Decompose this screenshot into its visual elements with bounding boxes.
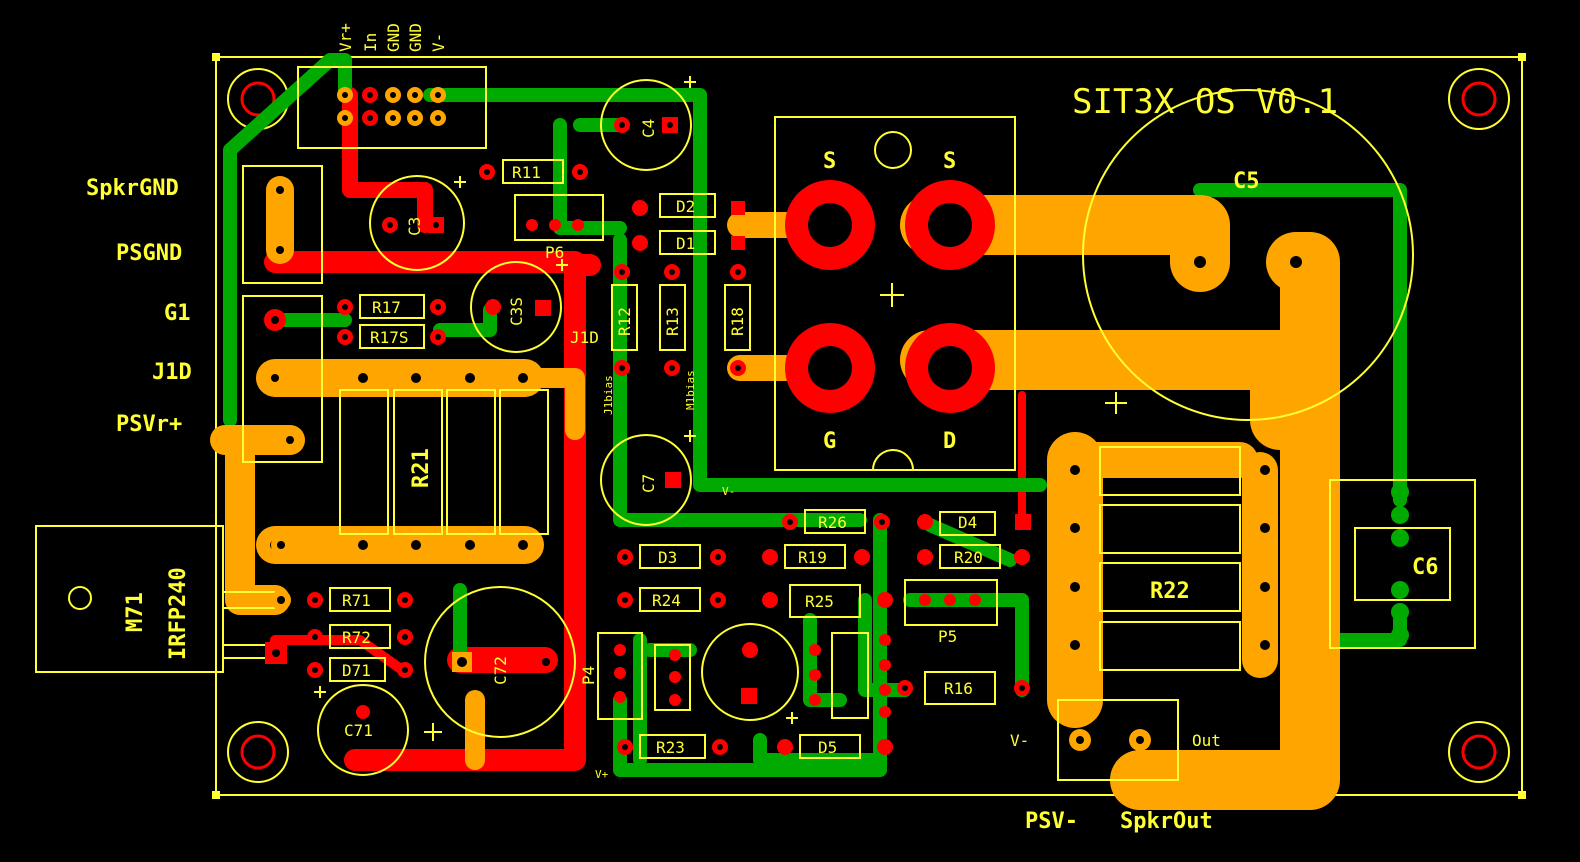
- input-header: [297, 66, 487, 149]
- vminus-node-label: V-: [722, 485, 735, 498]
- spkrgnd-label: SpkrGND: [86, 176, 179, 201]
- j1d-trace-label: J1D: [570, 328, 599, 347]
- c5-capacitor: [1082, 89, 1414, 421]
- r13-label: R13: [663, 307, 682, 336]
- psgnd-label: PSGND: [116, 241, 182, 266]
- c71-label: C71: [344, 721, 373, 740]
- m71-label: M71: [123, 592, 148, 632]
- r11-label: R11: [512, 163, 541, 182]
- left-connector-pads: [264, 179, 301, 451]
- r72-label: R72: [342, 628, 371, 647]
- vminus-out-label: V-: [1010, 731, 1029, 750]
- d4-label: D4: [958, 513, 977, 532]
- small-pads: [307, 117, 1031, 755]
- d2-label: D2: [676, 197, 695, 216]
- mosfet-s1-label: S: [823, 149, 836, 174]
- small-capacitors: [317, 79, 799, 776]
- r20-label: R20: [954, 548, 983, 567]
- j1d-connector-label: J1D: [152, 360, 192, 385]
- r22-pads: [1070, 465, 1270, 650]
- big-cap-pads: [356, 299, 758, 719]
- c72-label: C72: [491, 656, 510, 685]
- mounting-hole-bl: [227, 721, 289, 783]
- m1bias-label: M1bias: [684, 370, 697, 410]
- psvr-label: PSVr+: [116, 412, 182, 437]
- m71-package: [35, 525, 275, 673]
- mosfet-s2-label: S: [943, 149, 956, 174]
- c4-label: C4: [639, 119, 658, 138]
- header-vminus-label: V-: [429, 33, 448, 52]
- board-title: SIT3X OS V0.1: [1072, 82, 1338, 122]
- r17s-label: R17S: [370, 328, 409, 347]
- j1bias-label: J1bias: [602, 375, 615, 415]
- header-gnd1-label: GND: [384, 23, 403, 52]
- r16-label: R16: [944, 679, 973, 698]
- r21-label: R21: [409, 448, 434, 488]
- left-connectors: [242, 165, 323, 463]
- c5-label: C5: [1233, 169, 1260, 194]
- pin-header-pads: [526, 219, 981, 718]
- r26-label: R26: [818, 513, 847, 532]
- r22-label: R22: [1150, 579, 1190, 604]
- mounting-hole-br: [1448, 721, 1510, 783]
- r19-label: R19: [798, 548, 827, 567]
- output-connector-pads: [1069, 729, 1151, 751]
- output-connector: [1057, 699, 1179, 781]
- c7-label: C7: [639, 474, 658, 493]
- m71-pads: [265, 535, 291, 664]
- r23-label: R23: [656, 738, 685, 757]
- pin-headers: [514, 194, 998, 720]
- r24-label: R24: [652, 591, 681, 610]
- c6-capacitor: [1329, 479, 1476, 649]
- d5-label: D5: [818, 738, 837, 757]
- irfp240-label: IRFP240: [166, 567, 191, 660]
- c3-label: C3: [405, 217, 424, 236]
- mosfet-outline: [774, 116, 1016, 471]
- r22-resistor: [1099, 446, 1241, 671]
- vertical-resistor-bodies: [611, 284, 751, 351]
- input-header-pads: [337, 87, 446, 126]
- header-in-label: In: [361, 33, 380, 52]
- r25-label: R25: [805, 592, 834, 611]
- r21-resistor: [339, 389, 549, 535]
- psv-minus-label: PSV-: [1025, 809, 1078, 834]
- vplus-node-label: V+: [595, 768, 609, 781]
- r17-label: R17: [372, 298, 401, 317]
- mosfet-pads: [785, 180, 995, 413]
- c3s-label: C3S: [507, 297, 526, 326]
- p5-label: P5: [938, 627, 957, 646]
- out-label: Out: [1192, 731, 1221, 750]
- d71-label: D71: [342, 661, 371, 680]
- p6-label: P6: [545, 243, 564, 262]
- p4-label: P4: [579, 666, 598, 685]
- d3-label: D3: [658, 548, 677, 567]
- header-vr-label: Vr+: [336, 23, 355, 52]
- r71-label: R71: [342, 591, 371, 610]
- mosfet-d-label: D: [943, 429, 956, 454]
- spkrout-label: SpkrOut: [1120, 809, 1213, 834]
- header-gnd2-label: GND: [406, 23, 425, 52]
- cap-polarity-marks: [314, 76, 798, 741]
- d1-label: D1: [676, 234, 695, 253]
- small-resistor-bodies: [329, 159, 1001, 759]
- mosfet-g-label: G: [823, 429, 836, 454]
- c6-label: C6: [1412, 555, 1439, 580]
- r12-label: R12: [615, 307, 634, 336]
- r18-label: R18: [728, 307, 747, 336]
- board-outline: [215, 56, 1523, 796]
- c6-pads: [1391, 483, 1409, 644]
- mounting-hole-tr: [1448, 68, 1510, 130]
- g1-label: G1: [164, 301, 191, 326]
